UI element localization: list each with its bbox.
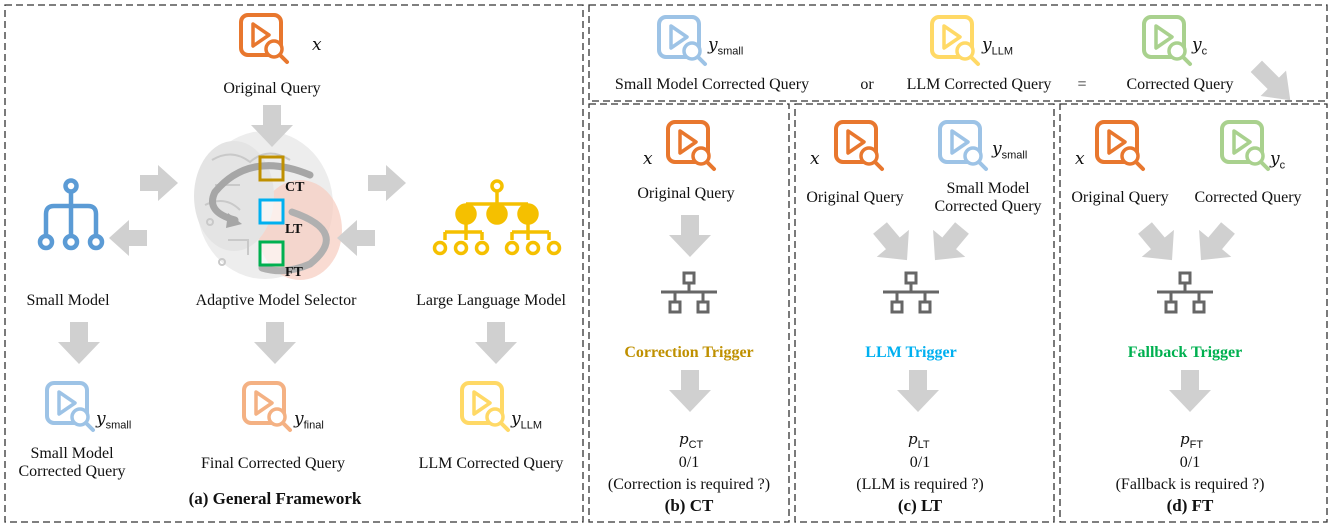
out-final-label: Final Corrected Query — [201, 455, 345, 472]
c-small-label: Small Model Corrected Query — [934, 180, 1042, 215]
d-corrected-label: Corrected Query — [1194, 189, 1302, 206]
b-trigger-label: Correction Trigger — [624, 344, 754, 361]
small-model-tree-icon — [37, 178, 105, 251]
c-p-math: pLT — [908, 430, 930, 451]
strip-small-math: ysmall — [708, 35, 744, 58]
panel-a-caption: (a) General Framework — [188, 489, 362, 508]
selector-box-ft: FT — [285, 265, 303, 280]
panel-c-caption: (c) LT — [897, 496, 943, 515]
strip-c-math: yc — [1192, 35, 1208, 58]
b-question: (Correction is required ?) — [607, 476, 771, 493]
out-llm-math: yLLM — [511, 409, 543, 432]
panel-c-border — [794, 103, 1055, 523]
llm-output-query-icon — [460, 381, 510, 432]
d-p-math: pFT — [1180, 430, 1204, 451]
d-c-math: yc — [1270, 149, 1286, 172]
d-x-math: x — [1075, 149, 1085, 169]
small-model-label: Small Model — [26, 292, 110, 309]
out-small-label: Small Model Corrected Query — [18, 445, 126, 480]
original-query-label: Original Query — [223, 80, 321, 97]
strip-c-label: Corrected Query — [1126, 76, 1234, 93]
d-trigger-label: Fallback Trigger — [1127, 344, 1243, 361]
out-final-math: yfinal — [294, 409, 324, 432]
c-original-query-icon — [834, 120, 884, 171]
out-small-math: ysmall — [96, 409, 132, 432]
strip-corrected-query-icon — [1142, 15, 1192, 66]
panel-b-caption: (b) CT — [664, 496, 714, 515]
panel-b-border — [588, 103, 790, 523]
small-output-query-icon — [45, 381, 95, 432]
panel-d-caption: (d) FT — [1166, 496, 1214, 515]
selector-box-lt: LT — [285, 222, 303, 237]
d-original-query-icon — [1095, 120, 1145, 171]
d-question: (Fallback is required ?) — [1115, 476, 1265, 493]
original-query-icon — [239, 13, 289, 64]
b-p-math: pCT — [679, 430, 704, 451]
top-strip-border — [588, 4, 1328, 102]
panel-d-border — [1059, 103, 1328, 523]
llm-tree-icon — [432, 179, 562, 256]
b-original-query-icon — [666, 120, 716, 171]
strip-equals: = — [1077, 76, 1087, 93]
strip-small-label: Small Model Corrected Query — [614, 76, 810, 93]
d-network-icon — [1155, 271, 1215, 314]
c-question: (LLM is required ?) — [856, 476, 984, 493]
final-query-icon — [242, 381, 292, 432]
brain-circuit-icon — [194, 131, 342, 280]
out-llm-label: LLM Corrected Query — [418, 455, 564, 472]
strip-llm-label: LLM Corrected Query — [906, 76, 1052, 93]
c-network-icon — [881, 271, 941, 314]
strip-small-query-icon — [657, 15, 707, 66]
original-query-math: x — [312, 35, 322, 55]
d-query-label: Original Query — [1071, 189, 1169, 206]
d-value: 0/1 — [1179, 454, 1201, 471]
c-query-label: Original Query — [806, 189, 904, 206]
c-x-math: x — [810, 149, 820, 169]
b-query-label: Original Query — [637, 185, 735, 202]
c-value: 0/1 — [909, 454, 931, 471]
b-network-icon — [659, 271, 719, 314]
b-value: 0/1 — [678, 454, 700, 471]
d-corrected-query-icon — [1220, 120, 1270, 171]
strip-llm-math: yLLM — [982, 35, 1014, 58]
b-x-math: x — [643, 149, 653, 169]
c-small-math: ysmall — [992, 139, 1028, 162]
selector-label: Adaptive Model Selector — [195, 292, 357, 309]
selector-box-ct: CT — [285, 180, 305, 195]
c-small-query-icon — [938, 120, 988, 171]
c-trigger-label: LLM Trigger — [865, 344, 957, 361]
panel-a-border — [4, 4, 584, 523]
strip-or: or — [860, 76, 874, 93]
llm-label: Large Language Model — [416, 292, 566, 309]
strip-llm-query-icon — [930, 15, 980, 66]
